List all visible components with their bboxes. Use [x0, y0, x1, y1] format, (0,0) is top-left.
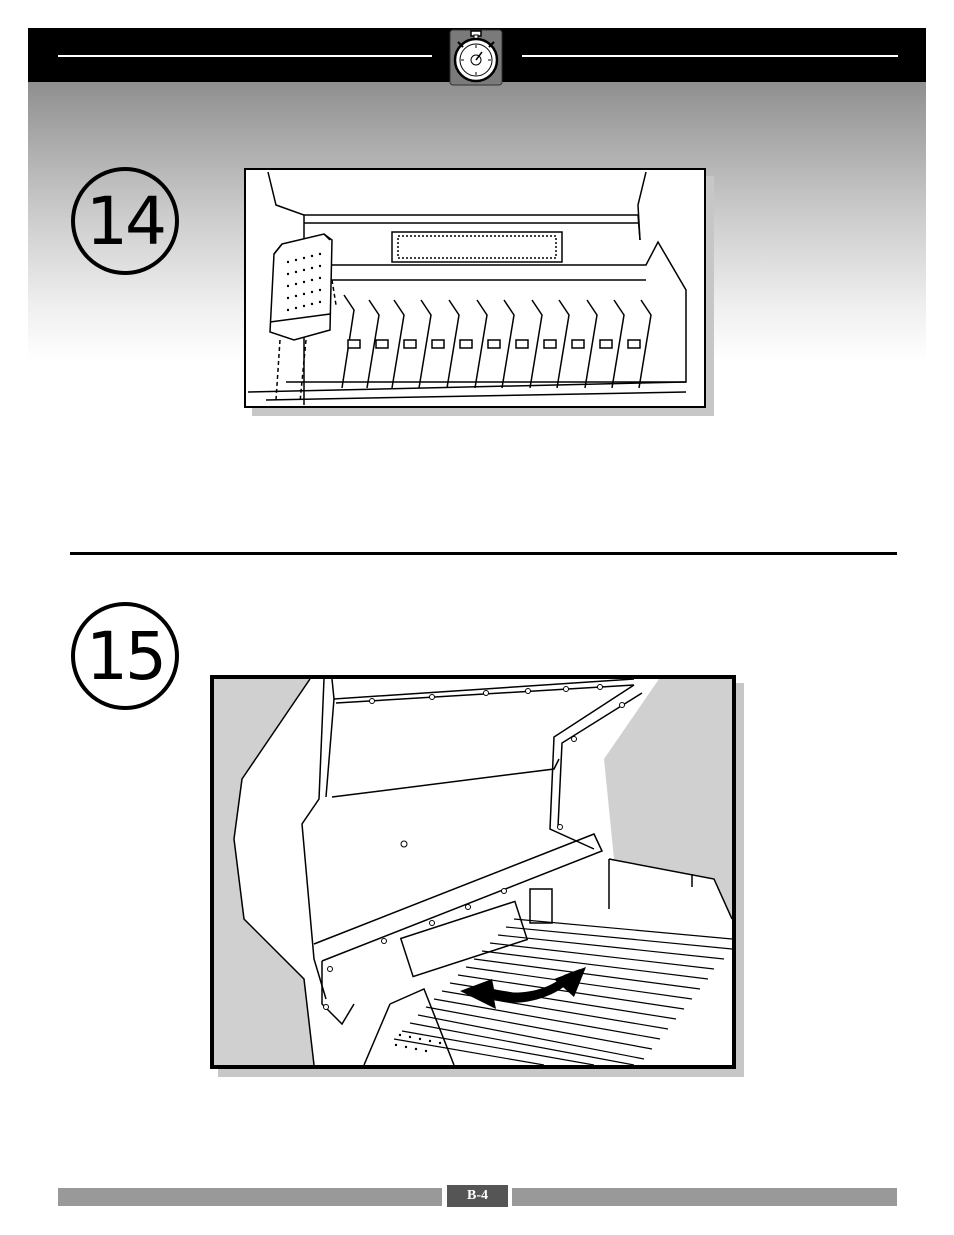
footer-bar-left	[58, 1188, 442, 1206]
step-number-15: 15	[71, 602, 179, 710]
step-number-14: 14	[71, 167, 179, 275]
step-15-figure	[210, 675, 736, 1069]
header-rule-left	[58, 55, 432, 57]
page-number-label: B-4	[447, 1185, 508, 1207]
step-14-figure	[244, 168, 706, 408]
header-rule-right	[522, 55, 898, 57]
stopwatch-icon	[449, 28, 503, 86]
section-divider	[70, 552, 897, 555]
footer-bar-right	[512, 1188, 897, 1206]
